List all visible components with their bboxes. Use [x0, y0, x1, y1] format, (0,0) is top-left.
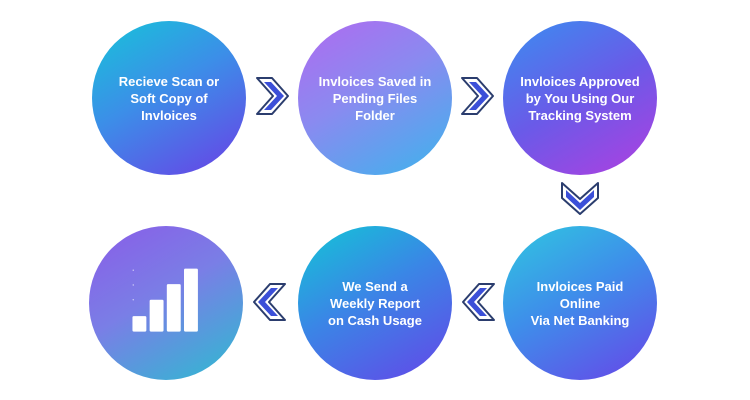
chart-bar-1	[132, 316, 147, 332]
arrow-left-2-icon	[252, 282, 288, 322]
step-2-circle: Invloices Saved in Pending Files Folder	[298, 21, 452, 175]
step-4-circle: Invloices Paid Online Via Net Banking	[503, 226, 657, 380]
step-5-circle: We Send a Weekly Report on Cash Usage	[298, 226, 452, 380]
arrow-right-2-icon	[459, 76, 495, 116]
step-1-circle: Recieve Scan or Soft Copy of Invloices	[92, 21, 246, 175]
final-step-circle	[89, 226, 243, 380]
arrow-down-icon	[560, 180, 600, 216]
step-2-label: Invloices Saved in Pending Files Folder	[318, 73, 432, 123]
step-4-label: Invloices Paid Online Via Net Banking	[530, 278, 630, 328]
step-3-label: Invloices Approved by You Using Our Trac…	[520, 73, 640, 123]
arrow-left-1-icon	[461, 282, 497, 322]
chart-bar-4	[184, 268, 198, 332]
step-1-label: Recieve Scan or Soft Copy of Invloices	[118, 73, 220, 123]
chart-bar-3	[166, 284, 181, 332]
bar-chart-icon	[132, 268, 198, 332]
step-3-circle: Invloices Approved by You Using Our Trac…	[503, 21, 657, 175]
arrow-right-1-icon	[254, 76, 290, 116]
step-5-label: We Send a Weekly Report on Cash Usage	[328, 278, 422, 328]
chart-bar-2	[149, 299, 164, 332]
